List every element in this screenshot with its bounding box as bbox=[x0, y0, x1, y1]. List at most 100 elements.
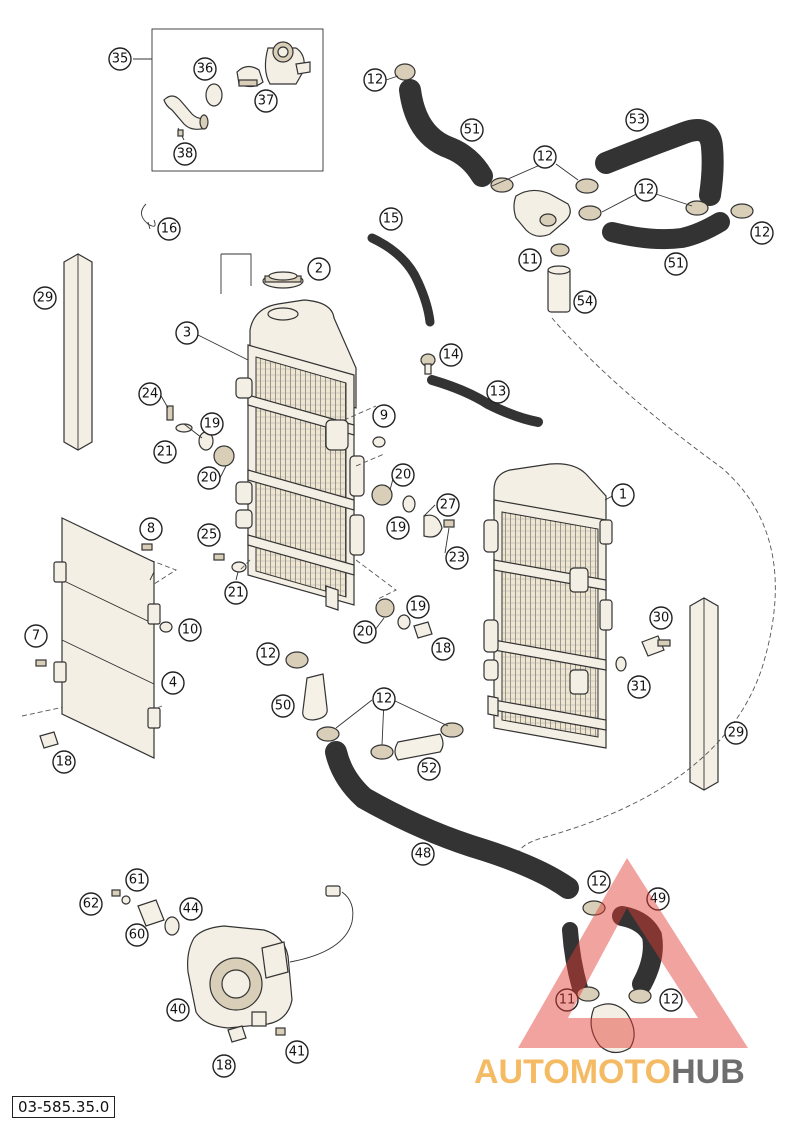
hose-clamp bbox=[316, 726, 340, 742]
callout-12a-label: 12 bbox=[367, 73, 384, 88]
t-junction-housing bbox=[513, 189, 571, 237]
callout-15-label: 15 bbox=[383, 212, 400, 227]
hose-clamp bbox=[575, 178, 599, 194]
callout-48: 48 bbox=[411, 842, 435, 866]
callout-12a: 12 bbox=[363, 68, 387, 92]
callout-2: 2 bbox=[307, 257, 331, 281]
callout-38-label: 38 bbox=[177, 147, 194, 162]
callout-7: 7 bbox=[24, 624, 48, 648]
callout-14: 14 bbox=[439, 343, 463, 367]
callout-36: 36 bbox=[193, 57, 217, 81]
callout-19b-label: 19 bbox=[390, 521, 407, 536]
callout-20c-label: 20 bbox=[357, 625, 374, 640]
hose-clamp bbox=[285, 651, 309, 669]
automotohub-watermark: AUTOMOTOHUB bbox=[474, 858, 748, 1091]
callout-29b: 29 bbox=[724, 721, 748, 745]
callout-23: 23 bbox=[445, 546, 469, 570]
callout-12c: 12 bbox=[634, 178, 658, 202]
thermostat-cap bbox=[236, 65, 264, 88]
callout-61-label: 61 bbox=[129, 873, 146, 888]
upper-hose-assembly bbox=[394, 63, 754, 313]
side-foam-strip-right bbox=[689, 597, 719, 791]
callout-20b: 20 bbox=[391, 463, 415, 487]
callout-12h: 12 bbox=[659, 988, 683, 1012]
callout-7-label: 7 bbox=[32, 629, 40, 644]
callout-3-label: 3 bbox=[183, 326, 191, 341]
callout-27: 27 bbox=[436, 493, 460, 517]
callout-18b: 18 bbox=[52, 750, 76, 774]
callout-20b-label: 20 bbox=[395, 468, 412, 483]
callout-24: 24 bbox=[138, 382, 162, 406]
watermark-moto: MOTO bbox=[570, 1053, 671, 1091]
callout-13-label: 13 bbox=[490, 385, 507, 400]
callout-11b-label: 11 bbox=[559, 993, 576, 1008]
callout-11b: 11 bbox=[555, 988, 579, 1012]
grommet-18 bbox=[39, 731, 59, 749]
callout-16-label: 16 bbox=[161, 222, 178, 237]
routing-dash-line bbox=[518, 317, 776, 869]
callout-27-label: 27 bbox=[440, 498, 457, 513]
callout-9: 9 bbox=[372, 404, 396, 428]
callout-11a-label: 11 bbox=[522, 253, 539, 268]
callout-12g: 12 bbox=[587, 870, 611, 894]
callout-15: 15 bbox=[379, 207, 403, 231]
callout-20c: 20 bbox=[353, 620, 377, 644]
callout-31: 31 bbox=[627, 675, 651, 699]
callout-19c-label: 19 bbox=[410, 600, 427, 615]
callout-19c: 19 bbox=[406, 595, 430, 619]
callout-61: 61 bbox=[125, 868, 149, 892]
radiator-left bbox=[220, 253, 365, 611]
callout-21a-label: 21 bbox=[157, 445, 174, 460]
temperature-sensor bbox=[641, 635, 671, 657]
hose-clamp bbox=[685, 200, 709, 216]
callout-24-label: 24 bbox=[142, 387, 159, 402]
callout-51b-label: 51 bbox=[668, 257, 685, 272]
callout-53-label: 53 bbox=[629, 113, 646, 128]
hose-clamp bbox=[628, 988, 652, 1004]
hose-clamp bbox=[394, 63, 416, 81]
coolant-hose-51-upper bbox=[400, 80, 492, 186]
hose-clip-16 bbox=[141, 203, 156, 227]
fan-hose-60 bbox=[111, 889, 180, 936]
callout-44-label: 44 bbox=[183, 902, 200, 917]
callout-40: 40 bbox=[166, 998, 190, 1022]
coolant-hose-53 bbox=[596, 120, 723, 205]
callout-12h-label: 12 bbox=[663, 993, 680, 1008]
callout-38: 38 bbox=[173, 142, 197, 166]
svg-text:AUTOMOTOHUB: AUTOMOTOHUB bbox=[474, 1053, 745, 1091]
watermark-auto: AUTO bbox=[474, 1053, 570, 1091]
side-foam-strip-left bbox=[63, 253, 93, 451]
callout-18c-label: 18 bbox=[216, 1059, 233, 1074]
callout-51a-label: 51 bbox=[464, 123, 481, 138]
callout-37-label: 37 bbox=[258, 94, 275, 109]
callout-49: 49 bbox=[646, 887, 670, 911]
callout-51a: 51 bbox=[460, 118, 484, 142]
diagram-code-label: 03-585.35.0 bbox=[12, 1096, 116, 1118]
callout-20a: 20 bbox=[197, 466, 221, 490]
callout-19a: 19 bbox=[200, 412, 224, 436]
callout-10: 10 bbox=[178, 618, 202, 642]
callout-18b-label: 18 bbox=[56, 755, 73, 770]
callout-8-label: 8 bbox=[147, 522, 155, 537]
hose-clamp bbox=[440, 722, 464, 738]
callout-60-label: 60 bbox=[129, 928, 146, 943]
callout-52: 52 bbox=[417, 757, 441, 781]
callout-52-label: 52 bbox=[421, 762, 438, 777]
callout-13: 13 bbox=[486, 380, 510, 404]
hose-clamp bbox=[582, 900, 606, 916]
callout-62: 62 bbox=[79, 892, 103, 916]
watermark-triangle-logo bbox=[518, 858, 748, 1048]
overflow-hose-15 bbox=[368, 234, 434, 326]
callout-9-label: 9 bbox=[380, 409, 388, 424]
coolant-hose-49 bbox=[613, 907, 662, 993]
thermostat-kit-group bbox=[151, 28, 324, 172]
callout-23-label: 23 bbox=[449, 551, 466, 566]
callout-18c: 18 bbox=[212, 1054, 236, 1078]
callout-2-label: 2 bbox=[315, 262, 323, 277]
callout-16: 16 bbox=[157, 217, 181, 241]
callout-29b-label: 29 bbox=[728, 726, 745, 741]
callout-41-label: 41 bbox=[289, 1045, 306, 1060]
callout-29a-label: 29 bbox=[37, 291, 54, 306]
callout-12b-label: 12 bbox=[537, 150, 554, 165]
hose-fitting-14 bbox=[420, 353, 436, 375]
